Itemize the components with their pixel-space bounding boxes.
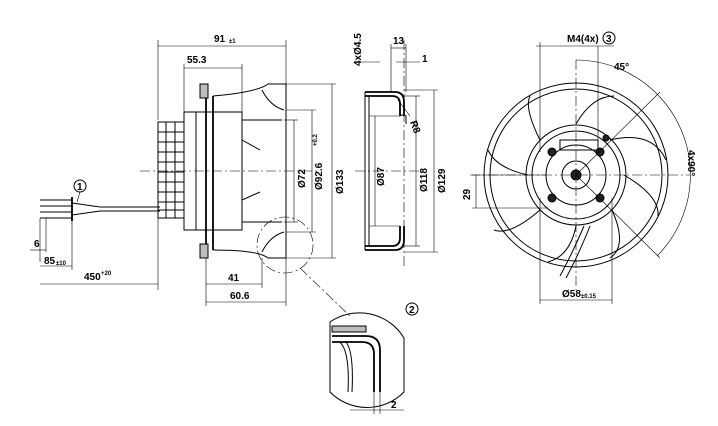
cable-wires — [40, 197, 160, 221]
dim-d129-value: Ø129 — [437, 168, 448, 193]
dim-radius: R8 — [397, 99, 422, 135]
dim-d133-value: Ø133 — [335, 169, 346, 194]
dim-flange-41: 41 — [205, 258, 263, 306]
dim-overall-width-value: 91 — [214, 34, 226, 45]
dim-gap-value: 2 — [391, 400, 397, 411]
detail-circle — [256, 216, 314, 274]
dim-d72: Ø72 — [284, 119, 308, 223]
dim-bolt-circle-value: Ø58 — [562, 289, 581, 300]
dim-d92-6-tol: +0.2 — [313, 133, 319, 146]
detail-leader — [299, 267, 353, 319]
dim-angle-45-value: 45° — [614, 62, 629, 73]
side-view: 1 — [30, 34, 353, 319]
dim-flange-41-value: 41 — [228, 273, 240, 284]
callout-2: 2 — [409, 305, 415, 316]
dim-cable-length: 450 +20 — [40, 218, 159, 290]
dim-cable-length-tol: +20 — [101, 271, 112, 277]
dim-angle-90-value: 4x90° — [685, 150, 696, 176]
dim-overall-width: 91 ±1 — [157, 34, 287, 120]
dim-d133: Ø133 — [286, 83, 346, 259]
cable-exit — [559, 225, 585, 277]
dim-flange-60-6-value: 60.6 — [230, 291, 250, 302]
dim-thickness-1-value: 1 — [422, 54, 428, 65]
dim-overall-width-tol: ±1 — [229, 39, 236, 45]
impeller-body — [183, 83, 287, 259]
dim-gap: 2 — [350, 392, 404, 414]
dim-thickness-1: 1 — [396, 54, 428, 65]
impeller-blades — [487, 95, 667, 263]
dim-holes-value: 4xØ4.5 — [353, 33, 364, 66]
dim-holes: 4xØ4.5 — [353, 33, 380, 66]
dim-d118: Ø118 — [404, 95, 430, 247]
dim-radius-value: R8 — [407, 119, 422, 135]
dim-wire-lead-value: 85 — [44, 256, 56, 267]
dim-d92-6-value: Ø92.6 — [314, 162, 325, 190]
dim-d118-value: Ø118 — [419, 168, 430, 192]
dim-wire-strip-value: 6 — [34, 239, 40, 250]
dim-d129: Ø129 — [404, 89, 448, 253]
dim-offset-29: 29 — [462, 174, 548, 209]
dim-impeller-depth-value: 55.3 — [187, 55, 207, 66]
dim-cable-length-value: 450 — [84, 272, 101, 283]
front-view: M4(4x) 3 45° 4x90° 29 Ø58 — [462, 31, 696, 304]
dim-bolt-circle-tol: ±0.15 — [581, 294, 597, 300]
dim-bolt-circle: Ø58 ±0.15 — [539, 198, 613, 304]
dim-width-13-value: 13 — [393, 36, 405, 47]
section-view: 4xØ4.5 13 1 R8 Ø87 — [353, 33, 448, 268]
dim-angle-45: 45° — [575, 59, 661, 176]
dim-d87: Ø87 — [369, 115, 400, 227]
dim-width-13: 13 — [390, 36, 407, 92]
dim-offset-29-value: 29 — [462, 188, 473, 200]
dim-d87-value: Ø87 — [376, 167, 387, 186]
callout-1: 1 — [77, 182, 83, 193]
dim-flange-60-6: 60.6 — [206, 258, 287, 306]
dim-wire-lead: 85 ±10 — [40, 221, 73, 270]
dim-d72-value: Ø72 — [297, 169, 308, 188]
dim-angle-90: 4x90° — [575, 93, 696, 259]
motor-heatsink — [157, 121, 185, 219]
dim-impeller-depth: 55.3 — [183, 55, 243, 112]
detail-view: 2 2 — [329, 302, 419, 414]
dim-wire-lead-tol: ±10 — [56, 261, 67, 267]
dim-screw-value: M4(4x) — [567, 34, 599, 45]
dim-d92-6: Ø92.6 +0.2 — [286, 109, 325, 233]
dim-wire-strip: 6 — [30, 218, 47, 262]
dim-screw: M4(4x) 3 — [536, 31, 616, 152]
callout-3: 3 — [606, 34, 612, 45]
